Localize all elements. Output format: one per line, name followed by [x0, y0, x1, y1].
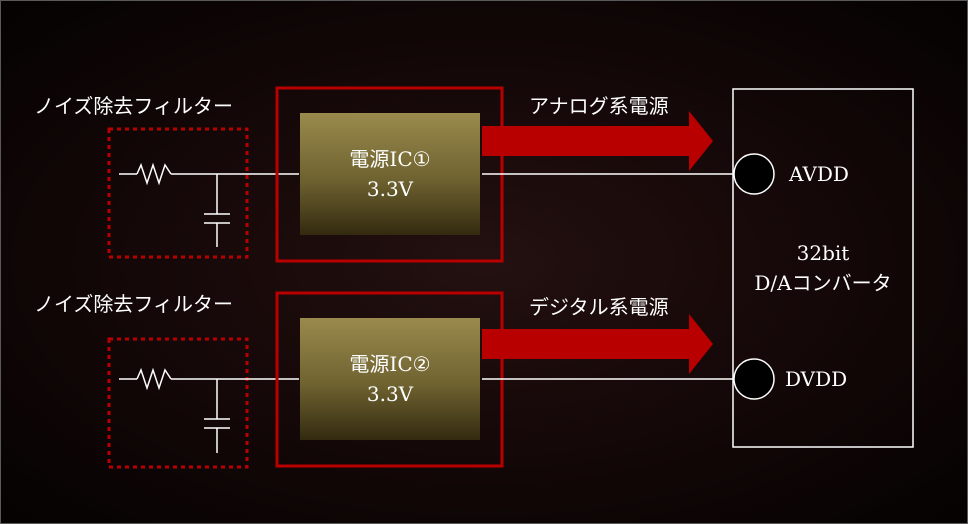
ic-body-1 — [300, 113, 480, 235]
channel-analog — [107, 86, 775, 263]
filter-label-1: ノイズ除去フィルター — [34, 94, 233, 118]
channel-digital — [107, 291, 775, 469]
filter-box-1 — [107, 127, 249, 259]
dac-box — [732, 88, 914, 448]
pin-avdd-label: AVDD — [789, 162, 849, 186]
pin-dvdd-label: DVDD — [785, 367, 848, 391]
ic-voltage-1: 3.3V — [366, 177, 414, 201]
pin-avdd-circle — [733, 153, 775, 195]
resistor-1 — [136, 162, 172, 186]
ic-name-2: 電源IC② — [349, 352, 431, 376]
filter-box-2 — [107, 337, 249, 469]
ic-label-2: 電源IC② 3.3V — [300, 349, 480, 409]
dac-name: D/Aコンバータ — [754, 271, 892, 295]
supply-arrow-2 — [482, 314, 713, 374]
resistor-2 — [136, 367, 172, 391]
ic-body-2 — [300, 318, 480, 440]
pin-dvdd-circle — [733, 358, 775, 400]
dac-label: 32bit D/Aコンバータ — [733, 238, 913, 298]
dac-bits: 32bit — [796, 241, 850, 265]
supply-label-analog: アナログ系電源 — [529, 94, 669, 118]
filter-label-2: ノイズ除去フィルター — [34, 292, 233, 316]
ic-voltage-2: 3.3V — [366, 382, 414, 406]
supply-arrow-1 — [482, 111, 713, 171]
ic-name-1: 電源IC① — [349, 147, 431, 171]
supply-label-digital: デジタル系電源 — [529, 295, 669, 319]
ic-label-1: 電源IC① 3.3V — [300, 144, 480, 204]
